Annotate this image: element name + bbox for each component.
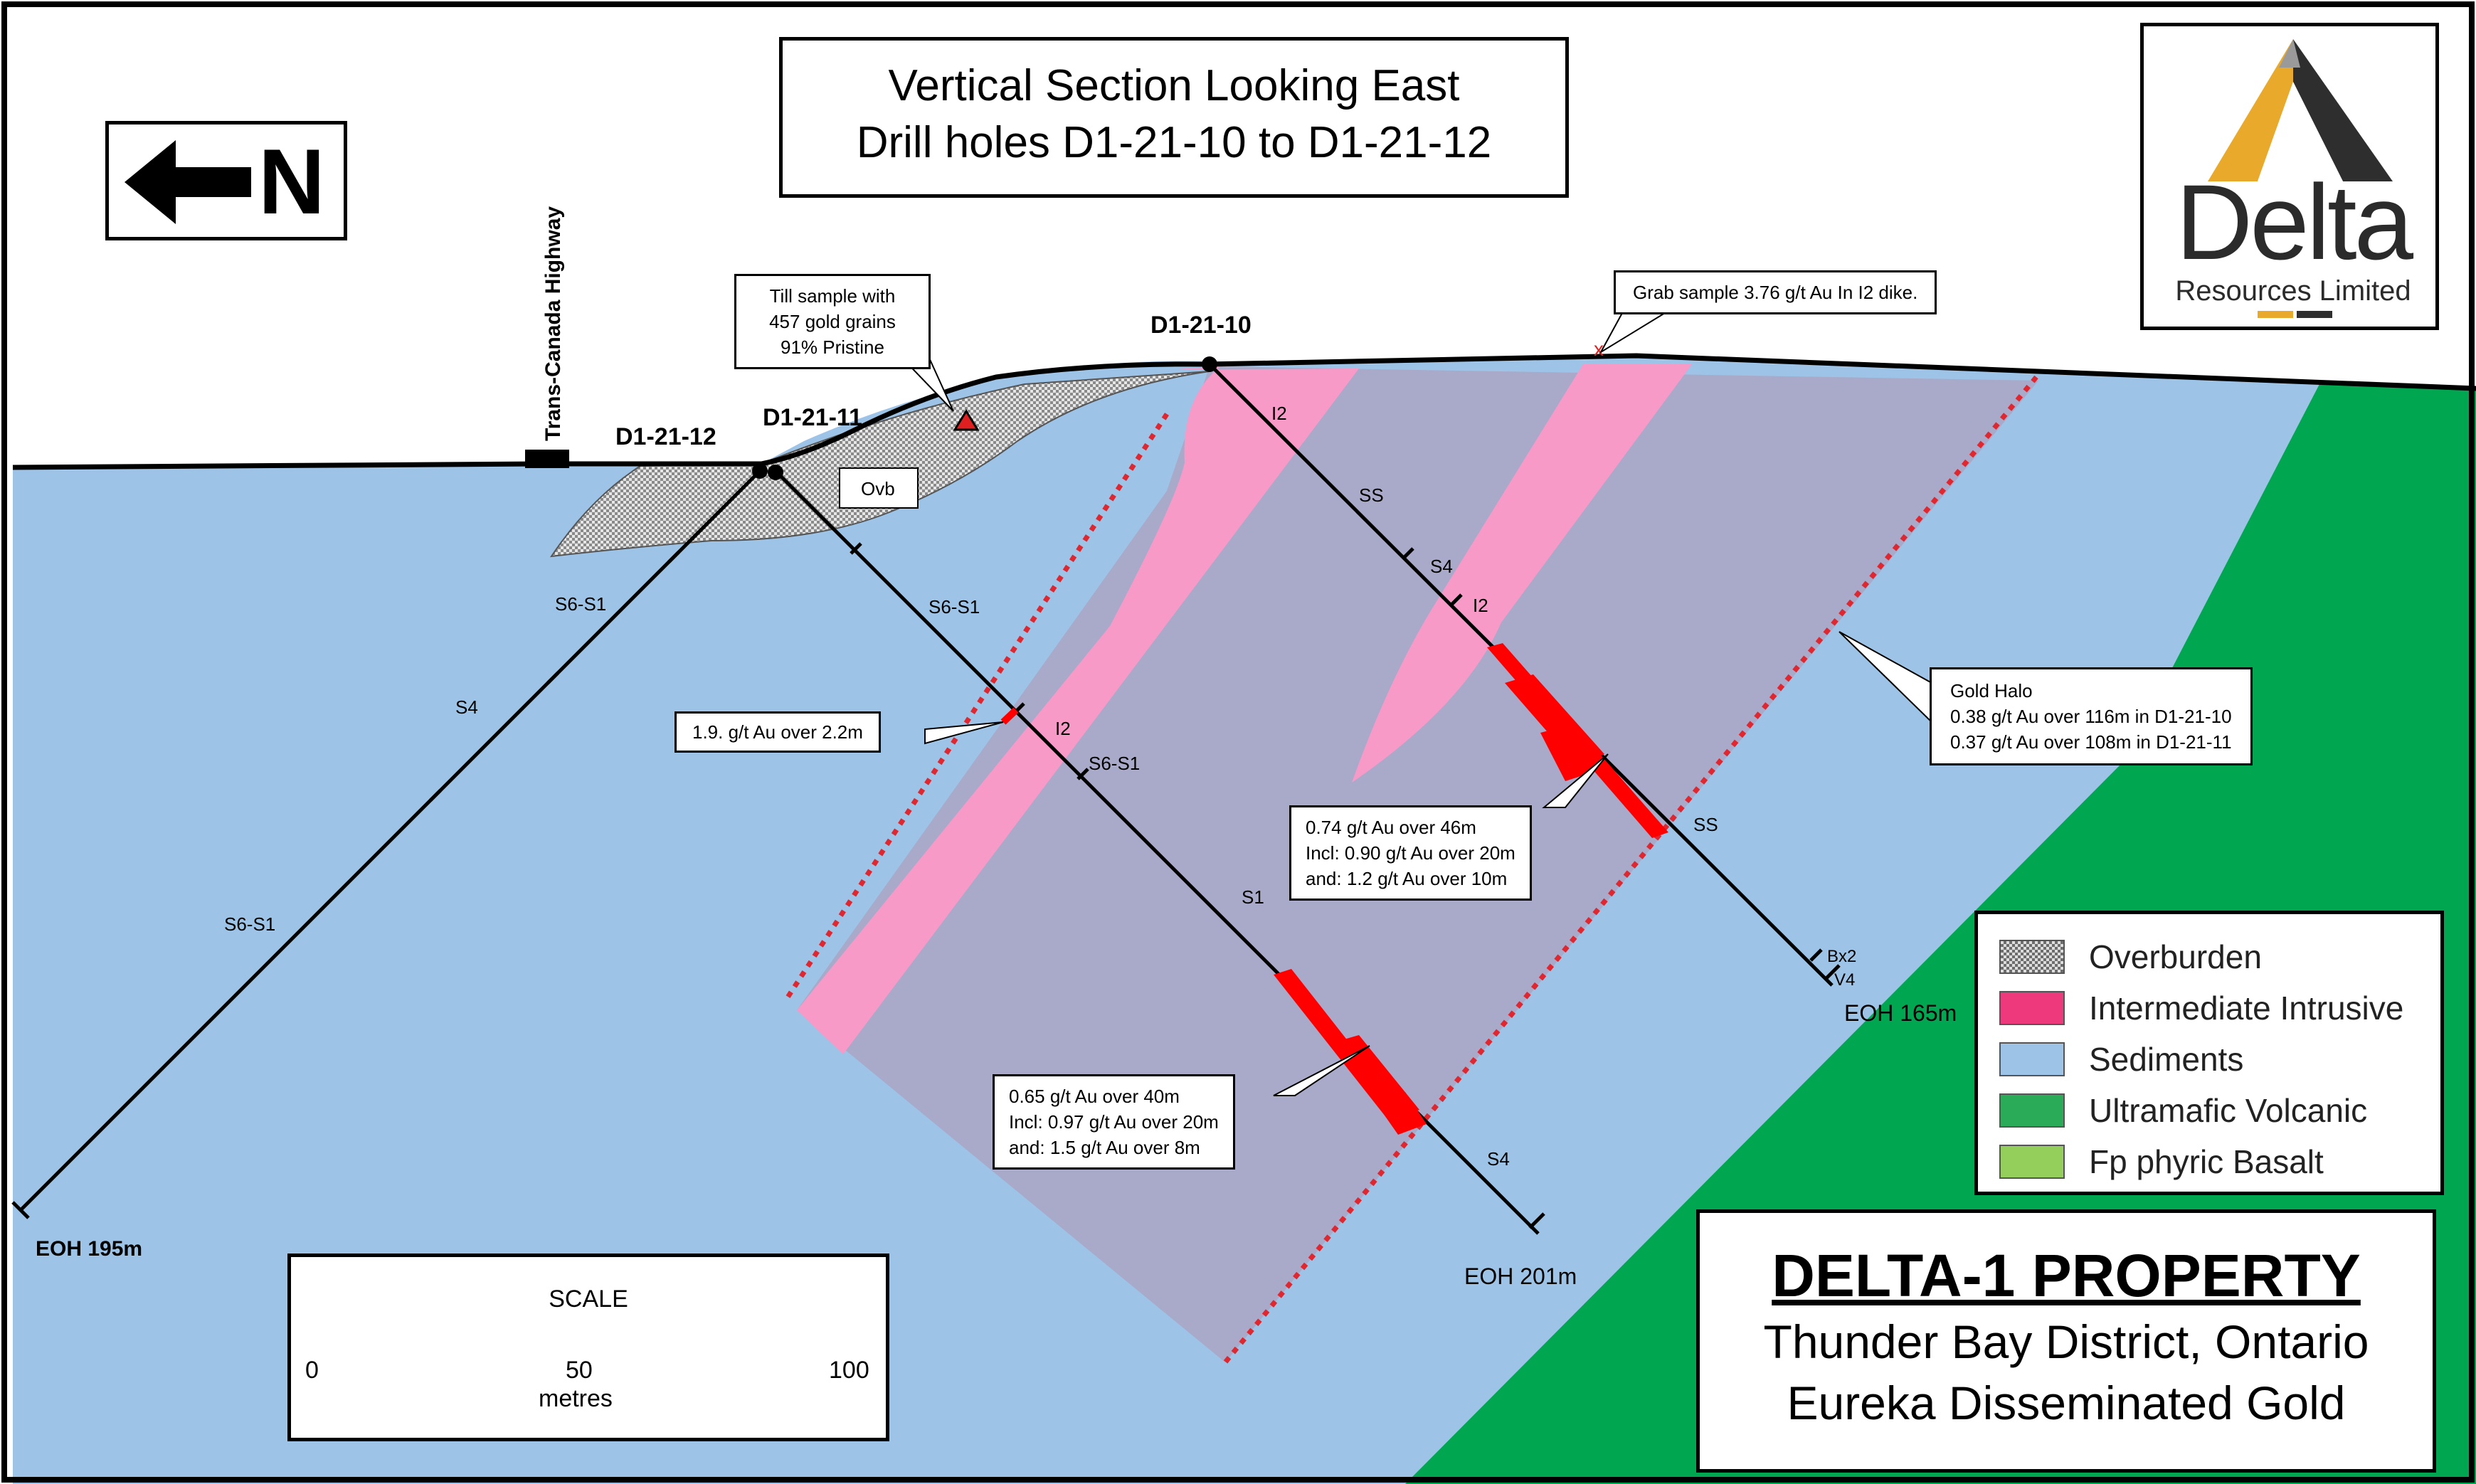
property-location: Thunder Bay District, Ontario: [1763, 1315, 2369, 1368]
till-line3: 91% Pristine: [781, 336, 884, 358]
title-box: Vertical Section Looking East Drill hole…: [779, 37, 1569, 198]
logo-subtitle: Resources Limited: [2175, 275, 2411, 307]
s4-label-3: S4: [1487, 1148, 1510, 1170]
title-line1: Vertical Section Looking East: [888, 61, 1460, 110]
s6s1-label-1: S6-S1: [555, 593, 606, 615]
property-title: DELTA-1 PROPERTY: [1772, 1242, 2361, 1309]
legend-item-intrusive: Intermediate Intrusive: [1999, 987, 2403, 1029]
s6s1-label-4: S6-S1: [1089, 753, 1140, 774]
highway-label: Trans-Canada Highway: [541, 206, 565, 441]
s6s1-label-3: S6-S1: [929, 596, 980, 618]
till-line1: Till sample with: [769, 285, 896, 307]
eoh-d12: EOH 195m: [36, 1237, 142, 1261]
sediments-swatch: [1999, 1042, 2065, 1076]
ovb-label: Ovb: [861, 478, 895, 499]
legend-box: Overburden Intermediate Intrusive Sedime…: [1974, 911, 2444, 1195]
legend-label-ultramafic: Ultramafic Volcanic: [2089, 1092, 2368, 1129]
property-deposit-type: Eureka Disseminated Gold: [1787, 1377, 2346, 1429]
d11-line1: 0.65 g/t Au over 40m: [1009, 1086, 1180, 1107]
s4-label-1: S4: [1430, 556, 1453, 577]
d11-line3: and: 1.5 g/t Au over 8m: [1009, 1137, 1200, 1158]
legend-label-overburden: Overburden: [2089, 938, 2262, 975]
highway-marker: [525, 450, 569, 468]
intrusive-band: [797, 366, 1359, 1054]
ss-label-1: SS: [1359, 484, 1384, 506]
v4-label: V4: [1834, 970, 1855, 990]
drill-hole-d1-21-12: [11, 470, 761, 1219]
scale-tick-0: 0: [305, 1357, 319, 1384]
eoh-d10: EOH 165m: [1844, 1000, 1957, 1026]
grab-text: Grab sample 3.76 g/t Au In I2 dike.: [1633, 282, 1918, 303]
property-box: DELTA-1 PROPERTY Thunder Bay District, O…: [1696, 1209, 2436, 1473]
grab-sample-callout: Grab sample 3.76 g/t Au In I2 dike.: [1614, 270, 1937, 314]
halo-boundary-west: [784, 413, 1169, 1001]
d10-line2: Incl: 0.90 g/t Au over 20m: [1306, 842, 1515, 864]
north-letter: N: [258, 129, 325, 233]
assay-d1-21-10: [1487, 643, 1668, 838]
intrusive-swatch: [1999, 991, 2065, 1025]
scale-tick-100: 100: [829, 1357, 869, 1384]
i2-intercept-callout: 1.9. g/t Au over 2.2m: [674, 711, 881, 753]
i2-label-2: I2: [1271, 403, 1287, 424]
scale-box: SCALE 0 50 100 metres: [287, 1254, 889, 1441]
legend-label-sediments: Sediments: [2089, 1041, 2244, 1078]
arrow-left-icon: [125, 140, 251, 224]
legend-label-basalt: Fp phyric Basalt: [2089, 1143, 2324, 1180]
legend-item-sediments: Sediments: [1999, 1038, 2243, 1081]
i2-intercept-text: 1.9. g/t Au over 2.2m: [692, 721, 863, 743]
ultramafic-area: [1405, 381, 2476, 1484]
d11-intercept-callout: 0.65 g/t Au over 40m Incl: 0.97 g/t Au o…: [993, 1074, 1235, 1170]
i2-label-1: I2: [1473, 595, 1488, 616]
collar-d1-21-11[interactable]: [768, 465, 783, 480]
d11-line2: Incl: 0.97 g/t Au over 20m: [1009, 1111, 1219, 1133]
s6s1-label-2: S6-S1: [224, 913, 275, 935]
title-line2: Drill holes D1-21-10 to D1-21-12: [856, 118, 1492, 167]
ovb-label-box: [839, 467, 919, 509]
collar-d1-21-12[interactable]: [752, 463, 768, 479]
till-sample-callout: Till sample with 457 gold grains 91% Pri…: [734, 274, 931, 369]
d10-line3: and: 1.2 g/t Au over 10m: [1306, 868, 1508, 889]
grab-sample-marker[interactable]: x: [1594, 338, 1604, 360]
till-sample-triangle[interactable]: [953, 409, 980, 431]
legend-label-intrusive: Intermediate Intrusive: [2089, 990, 2404, 1027]
intrusive-dike: [1352, 364, 1692, 783]
scale-unit: metres: [539, 1385, 613, 1412]
legend-item-overburden: Overburden: [1999, 936, 2262, 978]
mountain-logo-icon: [2208, 39, 2393, 181]
d10-line1: 0.74 g/t Au over 46m: [1306, 817, 1476, 838]
delta-logo: Delta Resources Limited: [2140, 23, 2439, 330]
legend-item-basalt: Fp phyric Basalt: [1999, 1140, 2324, 1183]
basalt-swatch: [1999, 1145, 2065, 1179]
halo-line1: Gold Halo: [1950, 680, 2033, 701]
hole-name-d10: D1-21-10: [1150, 312, 1252, 339]
halo-line3: 0.37 g/t Au over 108m in D1-21-11: [1950, 731, 2232, 753]
eoh-d11: EOH 201m: [1464, 1263, 1577, 1289]
ss-label-2: SS: [1693, 814, 1718, 835]
logo-wordmark: Delta: [2175, 162, 2413, 282]
scale-tick-50: 50: [566, 1357, 593, 1384]
logo-underline-gold: [2258, 311, 2293, 318]
scale-title: SCALE: [549, 1286, 628, 1313]
halo-line2: 0.38 g/t Au over 116m in D1-21-10: [1950, 706, 2232, 727]
legend-item-ultramafic: Ultramafic Volcanic: [1999, 1089, 2367, 1132]
logo-underline-dark: [2297, 311, 2332, 318]
i2-label-3: I2: [1055, 718, 1071, 739]
s1-label: S1: [1242, 886, 1264, 908]
gold-halo-callout: Gold Halo 0.38 g/t Au over 116m in D1-21…: [1930, 667, 2253, 765]
collar-d1-21-10[interactable]: [1202, 356, 1217, 372]
assay-i2-intercept: [1000, 707, 1019, 725]
d10-intercept-callout: 0.74 g/t Au over 46m Incl: 0.90 g/t Au o…: [1289, 805, 1532, 901]
ultramafic-swatch: [1999, 1093, 2065, 1128]
bx2-label: Bx2: [1827, 947, 1856, 966]
ground-surface: [12, 353, 2476, 470]
north-arrow-box: N: [105, 121, 347, 240]
s4-label-2: S4: [455, 696, 478, 718]
overburden-swatch: [1999, 940, 2065, 974]
hole-name-d11: D1-21-11: [763, 404, 862, 431]
hole-name-d12: D1-21-12: [615, 423, 716, 450]
unit-labels: SS S4 I2 I2 SS Bx2 V4 S6-S1 S4 S6-S1 S6-…: [224, 403, 1856, 1170]
till-line2: 457 gold grains: [769, 311, 896, 332]
